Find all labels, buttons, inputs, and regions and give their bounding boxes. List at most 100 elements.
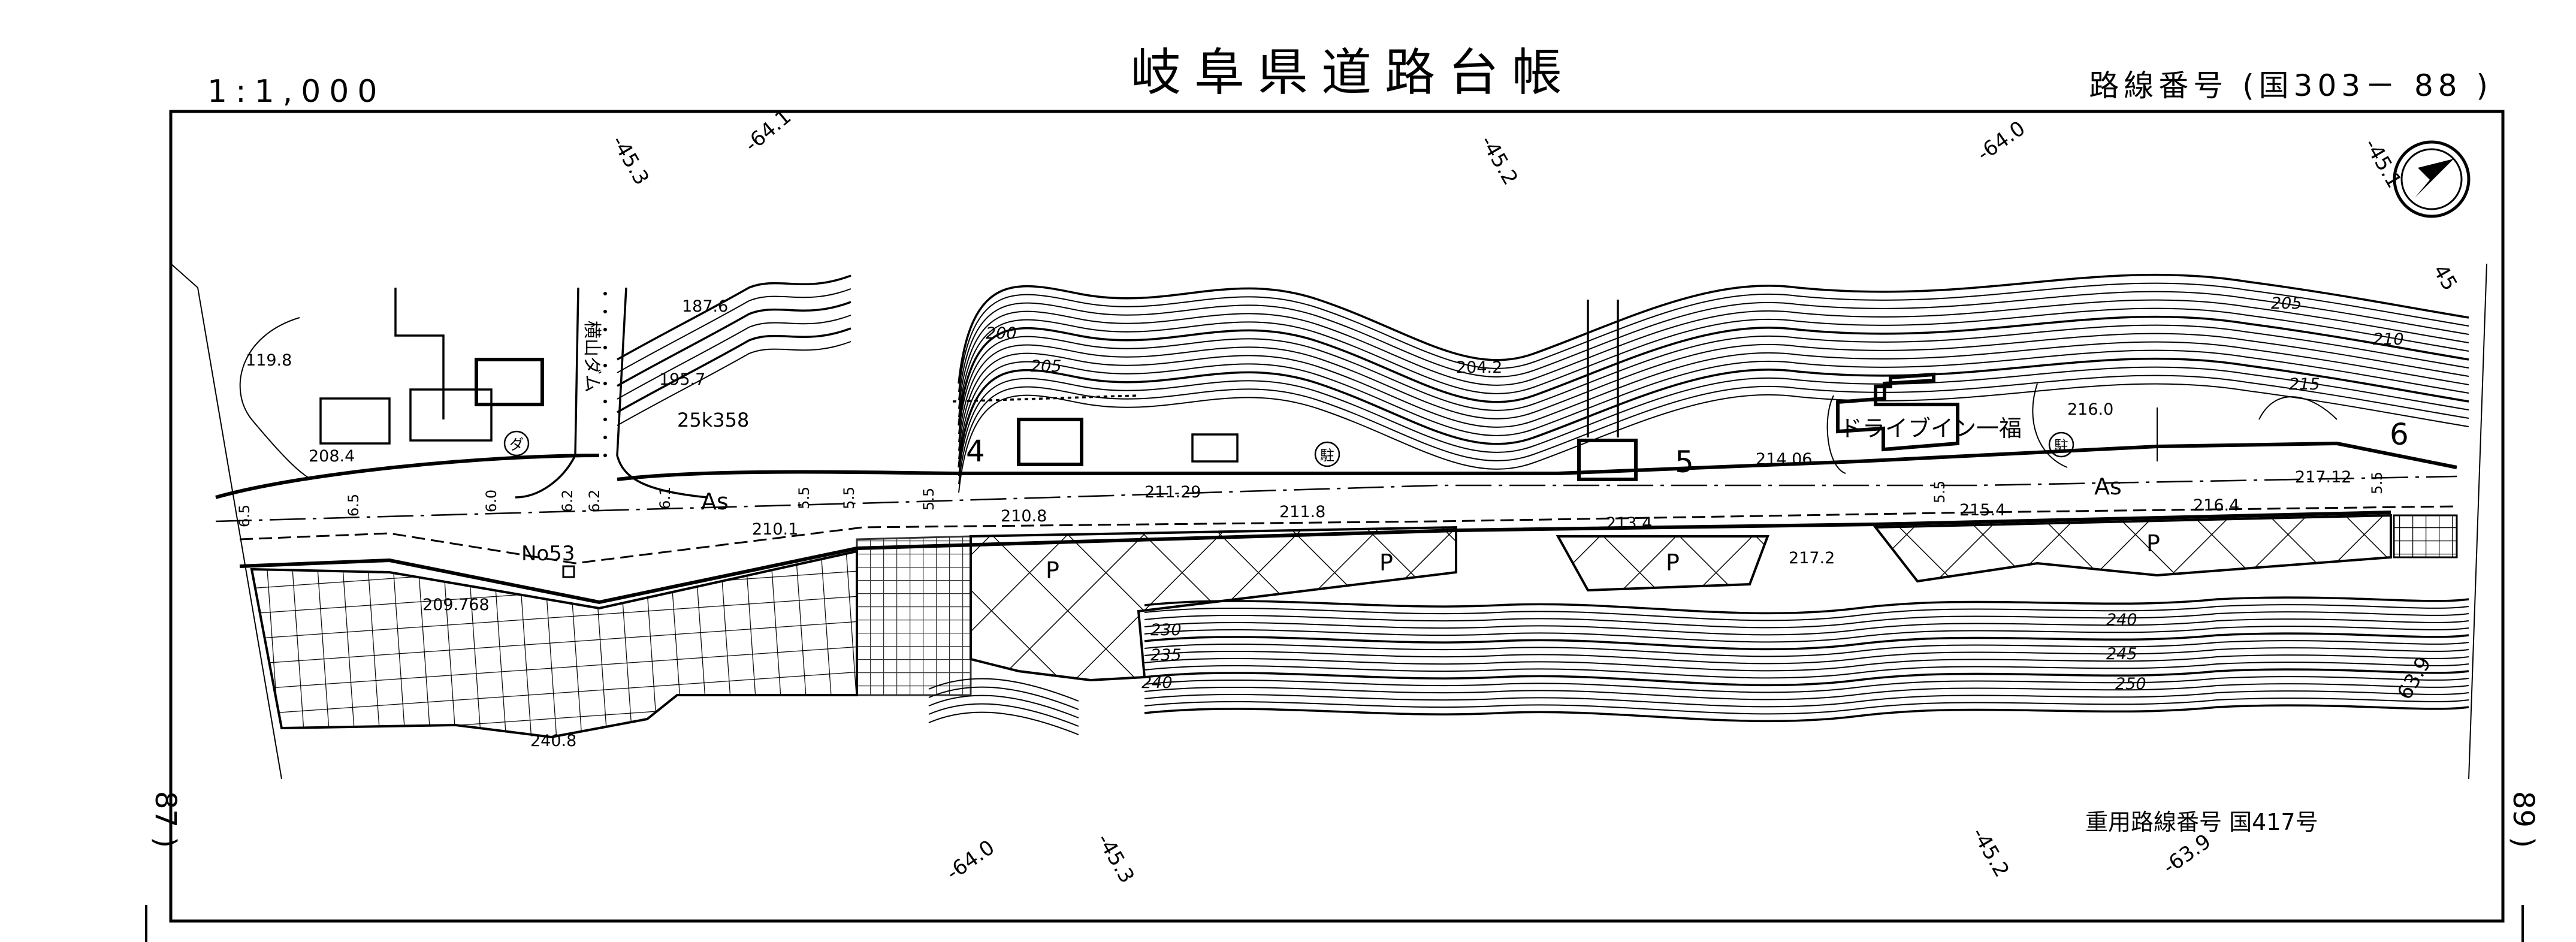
road-width-label: 6.5 xyxy=(345,494,362,517)
grid-label: 45 xyxy=(2428,261,2462,295)
contour-label: 215 xyxy=(2289,375,2320,394)
contour-label: 240 xyxy=(1141,674,1173,692)
road-width-label: 5.5 xyxy=(1931,481,1948,503)
parking-symbol xyxy=(1314,441,1340,467)
contour-line xyxy=(928,695,1079,718)
contour-line xyxy=(1144,626,2469,643)
contour-line xyxy=(1144,698,2469,715)
contour-line xyxy=(958,324,2469,434)
contour-line xyxy=(1144,596,2469,615)
elevation-label: 214.06 xyxy=(1756,450,1812,469)
elevation-label: 211.8 xyxy=(1279,503,1325,521)
scale-label: 1:1,000 xyxy=(207,74,385,110)
retaining-wall-grid xyxy=(250,550,858,739)
road-width-label: 5.5 xyxy=(2369,472,2385,494)
sheet-edge-right: 89 ) xyxy=(2506,791,2540,848)
pavement-label: P xyxy=(1379,550,1393,576)
grid-label: -64.0 xyxy=(1973,116,2030,166)
contours-north xyxy=(617,273,2469,493)
contour-line xyxy=(1144,611,2469,629)
contour-line xyxy=(958,383,2469,493)
contours-south xyxy=(928,596,2469,735)
contour-line xyxy=(617,327,851,413)
road-width-label: 6.0 xyxy=(483,490,500,512)
drive-in-label: ドライブイン一福 xyxy=(1840,415,2022,442)
elevation-label: 216.0 xyxy=(2067,400,2113,419)
route-number: 路線番号 (国303－ 88 ) xyxy=(2089,68,2493,103)
contour-label: 200 xyxy=(986,324,1017,343)
road-edge-north xyxy=(215,441,2457,499)
elevation-label: 240.8 xyxy=(530,732,576,750)
grid-label: -45.3 xyxy=(1092,830,1139,887)
contour-line xyxy=(617,315,851,400)
contour-line xyxy=(958,333,2469,443)
hatched-fence xyxy=(952,394,1139,403)
road-width-label: 6.2 xyxy=(559,490,576,512)
pavement-area-2 xyxy=(1556,535,1769,592)
contour-line xyxy=(958,366,2469,476)
elevation-label: 119.8 xyxy=(246,351,292,370)
grid-label: -45.2 xyxy=(1967,824,2014,881)
contour-line xyxy=(1144,640,2469,657)
contour-label: 250 xyxy=(2115,675,2146,693)
contour-line xyxy=(1144,647,2469,665)
station-number: 5 xyxy=(1675,445,1694,479)
contour-line xyxy=(617,301,851,387)
map-symbol-label: ダ xyxy=(509,436,524,453)
concrete-block-area xyxy=(856,535,972,696)
building xyxy=(1191,433,1239,463)
asphalt-label: As xyxy=(2094,473,2122,500)
north-arrow-icon xyxy=(2393,140,2471,218)
page-title: 岐阜県道路台帳 xyxy=(1131,43,1575,102)
contour-label: 205 xyxy=(1031,357,1062,376)
contour-line xyxy=(1144,632,2469,651)
building xyxy=(319,397,391,445)
benchmark-marker xyxy=(562,565,575,578)
parking-symbol xyxy=(2048,431,2074,458)
contour-line xyxy=(1144,618,2469,636)
contour-line xyxy=(617,288,851,373)
station-number: 4 xyxy=(966,434,985,469)
contour-label: 210 xyxy=(2373,330,2404,349)
contour-line xyxy=(958,299,2469,409)
contour-line xyxy=(1144,662,2469,679)
pavement-label: P xyxy=(1666,550,1680,576)
contour-line xyxy=(1144,604,2469,621)
parking-symbol-label: 駐 xyxy=(2054,437,2068,454)
survey-boundary-left xyxy=(170,263,282,780)
contour-line xyxy=(958,282,2469,393)
contour-line xyxy=(1144,683,2469,701)
benchmark-label: No53 xyxy=(521,542,575,566)
building-outline xyxy=(394,288,445,419)
pavement-area-1 xyxy=(970,526,1457,682)
asphalt-label: As xyxy=(701,488,729,515)
dam-road-west xyxy=(515,287,579,499)
road-width-label: 5.5 xyxy=(796,487,813,509)
contour-line xyxy=(1144,676,2469,693)
dam-road-dots xyxy=(599,288,620,467)
contour-line xyxy=(928,703,1079,727)
field-boundary xyxy=(239,317,312,480)
road-width-label: 6.5 xyxy=(236,505,253,527)
block-area-east xyxy=(2393,514,2458,558)
contour-label: 230 xyxy=(1150,621,1182,639)
contour-label: 240 xyxy=(2106,611,2137,629)
elevation-label: 213.4 xyxy=(1606,514,1652,533)
contour-line xyxy=(958,349,2469,460)
grid-label: -45.3 xyxy=(606,132,654,189)
road-width-label: 6.1 xyxy=(657,487,674,509)
elevation-label: 211.29 xyxy=(1144,483,1201,502)
elevation-label: 216.4 xyxy=(2193,496,2239,515)
pavement-label: P xyxy=(2146,530,2160,557)
contour-line xyxy=(1144,654,2469,672)
kilopost-label: 25k358 xyxy=(677,409,749,431)
elevation-label: 215.4 xyxy=(1959,501,2006,520)
elevation-label: 210.1 xyxy=(752,520,798,539)
contour-line xyxy=(958,291,2469,401)
pavement-label: P xyxy=(1046,557,1059,584)
building xyxy=(409,388,493,442)
elevation-label: 217.12 xyxy=(2295,468,2351,487)
parking-symbol-label: 駐 xyxy=(1320,447,1334,464)
elevation-label: 187.6 xyxy=(682,297,728,316)
